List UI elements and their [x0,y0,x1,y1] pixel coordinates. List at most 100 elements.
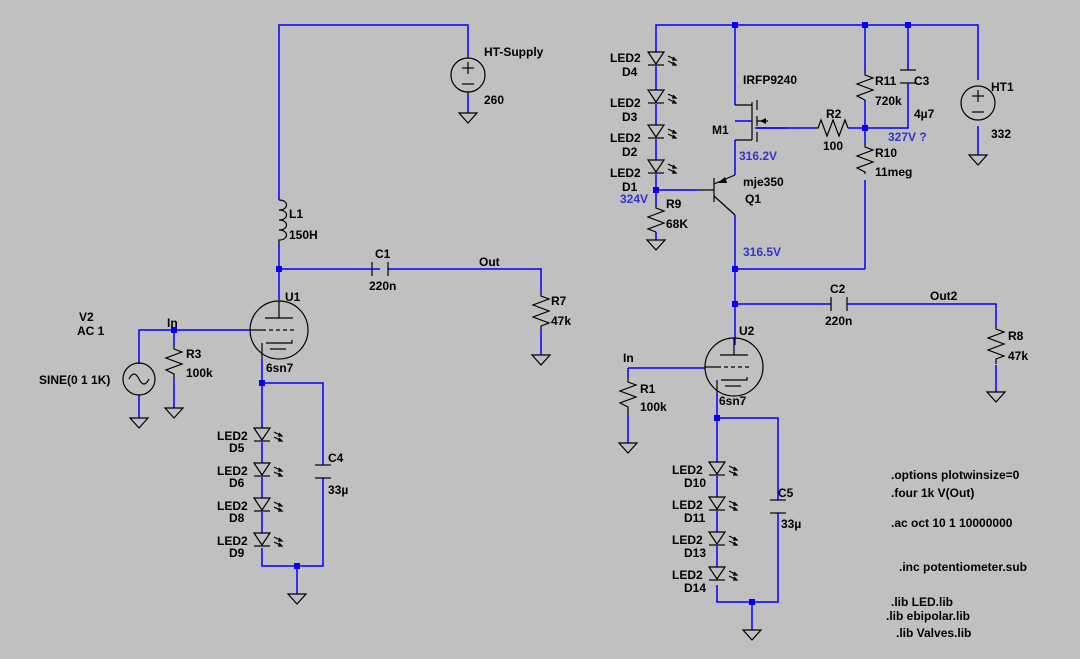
r7-name: R7 [551,294,567,308]
u2-name: U2 [739,324,755,338]
c3-name: C3 [914,74,930,88]
r10-value: 11meg [875,165,912,179]
ht1-name: HT1 [991,80,1014,94]
voltage-324: 324V [620,192,648,206]
l1-value: 150H [289,228,318,242]
d8-name: D8 [229,511,245,525]
ht-supply-name: HT-Supply [484,45,544,59]
voltage-316-2: 316.2V [739,149,777,163]
mosfet-m1[interactable] [735,100,788,142]
d11-name: D11 [684,511,706,525]
voltage-327: 327V ? [888,130,927,144]
ht-supply-value: 260 [484,93,504,107]
c3-value: 4µ7 [914,107,935,121]
net-in2: In [623,351,634,365]
directive-inc: .inc potentiometer.sub [899,560,1027,574]
v2-sine-source[interactable] [122,362,156,396]
d10-name: D10 [684,476,706,490]
c1-value: 220n [369,279,396,293]
m1-value: IRFP9240 [743,73,797,87]
d2-value: LED2 [610,131,641,145]
d6-name: D6 [229,476,245,490]
r10-name: R10 [875,146,897,160]
r11-value: 720k [875,94,902,108]
c4-value: 33µ [328,483,348,497]
c1-name: C1 [375,247,391,261]
ht1-value: 332 [991,127,1011,141]
r11-name: R11 [875,74,897,88]
r9-value: 68K [666,217,688,231]
d11-value: LED2 [672,498,703,512]
led-symbols[interactable] [252,51,739,581]
d1-name: D1 [622,180,638,194]
v2-value: AC 1 [77,324,105,338]
r7-value: 47k [551,314,571,328]
directive-four: .four 1k V(Out) [891,486,974,500]
d9-value: LED2 [217,534,248,548]
capacitor-symbols[interactable] [315,69,916,514]
ground-symbols [128,112,1007,641]
directive-options: .options plotwinsize=0 [891,468,1020,482]
directive-lib-led: .lib LED.lib [891,595,953,609]
c4-name: C4 [328,451,344,465]
c5-value: 33µ [781,517,801,531]
valve-u1[interactable] [249,300,309,360]
d5-name: D5 [229,441,245,455]
spice-directives: .options plotwinsize=0 .four 1k V(Out) .… [886,468,1027,640]
r2-value: 100 [823,139,843,153]
ht1-source[interactable] [960,85,996,121]
m1-name: M1 [712,123,729,137]
junctions [171,22,911,605]
r8-name: R8 [1008,329,1024,343]
voltage-316-5: 316.5V [743,245,781,259]
transistor-q1[interactable] [700,174,736,216]
d3-name: D3 [622,110,638,124]
r3-value: 100k [186,366,213,380]
directive-ac: .ac oct 10 1 10000000 [891,516,1013,530]
c2-name: C2 [830,282,846,296]
r1-name: R1 [640,382,656,396]
d4-value: LED2 [610,51,641,65]
resistor-symbols[interactable] [164,72,1006,415]
d14-value: LED2 [672,568,703,582]
inductor-l1[interactable] [278,199,288,243]
r1-value: 100k [640,400,667,414]
d13-name: D13 [684,546,706,560]
q1-name: Q1 [745,192,761,206]
wires-left [138,24,542,594]
net-out2: Out2 [930,289,958,303]
d1-value: LED2 [610,166,641,180]
directive-lib-valves: .lib Valves.lib [896,626,971,640]
q1-value: mje350 [743,175,784,189]
u1-name: U1 [285,290,301,304]
labels: HT-Supply 260 HT1 332 L1 150H C1 220n Ou… [39,45,1028,595]
v2-extra: SINE(0 1 1K) [39,373,110,387]
r9-name: R9 [666,197,682,211]
c2-value: 220n [825,314,852,328]
d2-name: D2 [622,145,638,159]
net-out: Out [479,255,500,269]
u2-value: 6sn7 [719,394,747,408]
d4-name: D4 [622,65,638,79]
d14-name: D14 [684,581,706,595]
valve-u2[interactable] [704,337,764,397]
v2-name: V2 [79,310,94,324]
d10-value: LED2 [672,463,703,477]
voltage-annotations: 316.2V 324V 316.5V 327V ? [620,130,927,259]
r2-name: R2 [826,107,842,121]
r8-value: 47k [1008,349,1028,363]
c5-name: C5 [778,486,794,500]
d13-value: LED2 [672,533,703,547]
d3-value: LED2 [610,96,641,110]
ht-supply-source[interactable] [450,55,486,95]
wires-right [627,24,997,630]
d8-value: LED2 [217,499,248,513]
u1-value: 6sn7 [266,361,294,375]
d9-name: D9 [229,546,245,560]
d6-value: LED2 [217,464,248,478]
directive-lib-ebipolar: .lib ebipolar.lib [886,609,970,623]
net-in1: In [167,316,178,330]
r3-name: R3 [186,347,202,361]
